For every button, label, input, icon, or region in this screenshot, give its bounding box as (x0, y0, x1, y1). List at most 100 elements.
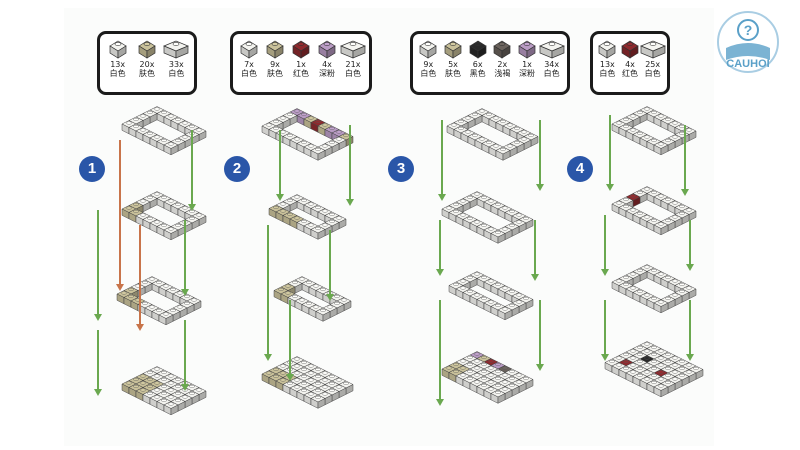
step-2-layer-4 (261, 356, 354, 409)
brick-1x1-icon (419, 40, 437, 59)
step-3-layer-1 (446, 108, 539, 161)
step-2-arrow-1 (276, 130, 284, 201)
part-color-name: 肤色 (445, 69, 461, 78)
part-color-name: 浅褐 (494, 69, 511, 78)
step-2-arrow-4 (326, 230, 334, 301)
step-4-arrow-4 (686, 220, 694, 271)
part-count: 6x (472, 60, 483, 69)
part-count: 13x (599, 60, 615, 69)
step-4-arrow-5 (601, 300, 609, 361)
step-3-arrow-4 (531, 220, 539, 281)
brick-2x2-icon (340, 40, 366, 59)
part-count: 33x (168, 60, 184, 69)
step-3-layer-4 (441, 351, 534, 404)
part-color-name: 深粉 (519, 69, 535, 78)
part-color-name: 白色 (345, 69, 361, 78)
part-count: 9x (423, 60, 434, 69)
step-number-badge-3: 3 (388, 156, 414, 182)
step-1-layer-4 (121, 366, 207, 416)
step-3-layer-2 (441, 191, 534, 244)
step-3-arrow-6 (536, 300, 544, 371)
step-4-arrow-1 (606, 115, 614, 191)
part-color-name: 白色 (109, 69, 126, 78)
part-count: 34x (544, 60, 560, 69)
step-number-badge-4: 4 (567, 156, 593, 182)
part-color-name: 肤色 (139, 69, 155, 78)
brick-1x1-icon (318, 40, 336, 59)
part-color-name: 白色 (168, 69, 185, 78)
step-4-arrow-6 (686, 300, 694, 361)
step-1-arrow-3 (188, 130, 196, 211)
brick-1x1-icon (266, 40, 284, 59)
part-color-name: 深粉 (319, 69, 335, 78)
part-count: 5x (448, 60, 458, 69)
step-1-arrow-5 (181, 220, 189, 296)
brick-1x1-icon (108, 40, 127, 59)
step-2-layer-1 (261, 108, 354, 161)
step-1-arrow-7 (181, 320, 189, 391)
part-color-name: 白色 (644, 69, 661, 78)
part-count: 25x (645, 60, 661, 69)
part-color-name: 白色 (241, 69, 257, 78)
svg-text:?: ? (744, 22, 753, 38)
step-3-arrow-3 (436, 220, 444, 276)
step-1-arrow-6 (94, 330, 102, 396)
step-4-arrow-3 (601, 215, 609, 276)
brick-2x2-icon (538, 40, 565, 59)
part-count: 1x (296, 60, 306, 69)
brick-1x1-icon (468, 40, 487, 59)
step-3-arrow-1 (438, 120, 446, 201)
step-2-layer-3 (273, 276, 352, 322)
watermark-text: CAUHOI (726, 58, 770, 70)
step-2-arrow-2 (346, 125, 354, 206)
part-count: 4x (322, 60, 332, 69)
part-count: 9x (270, 60, 280, 69)
brick-1x1-icon (518, 40, 536, 59)
book-question-logo-icon: ? (717, 11, 779, 73)
step-1-arrow-2 (136, 225, 144, 331)
step-4-layer-3 (611, 264, 697, 314)
part-count: 20x (139, 60, 155, 69)
part-count: 21x (345, 60, 361, 69)
part-color-name: 肤色 (267, 69, 283, 78)
brick-2x2-icon (163, 40, 190, 59)
part-color-name: 白色 (543, 69, 560, 78)
part-count: 2x (497, 60, 508, 69)
part-color-name: 红色 (622, 69, 638, 78)
brick-1x1-icon (598, 40, 617, 59)
step-2-arrow-5 (286, 300, 294, 381)
part-count: 7x (244, 60, 254, 69)
step-1-arrow-4 (94, 210, 102, 321)
step-4-layer-4 (604, 341, 704, 398)
step-4-layer-1 (611, 106, 697, 156)
part-count: 4x (625, 60, 635, 69)
step-number-badge-2: 2 (224, 156, 250, 182)
part-color-name: 白色 (599, 69, 616, 78)
part-color-name: 红色 (293, 69, 309, 78)
part-count: 13x (110, 60, 126, 69)
brick-1x1-icon (444, 40, 462, 59)
step-1-arrow-1 (116, 140, 124, 291)
brick-1x1-icon (292, 40, 310, 59)
step-1-layer-2 (121, 191, 207, 241)
step-3-arrow-2 (536, 120, 544, 191)
brick-1x1-icon (621, 40, 639, 59)
step-2-layer-2 (268, 194, 347, 240)
part-color-name: 白色 (420, 69, 437, 78)
